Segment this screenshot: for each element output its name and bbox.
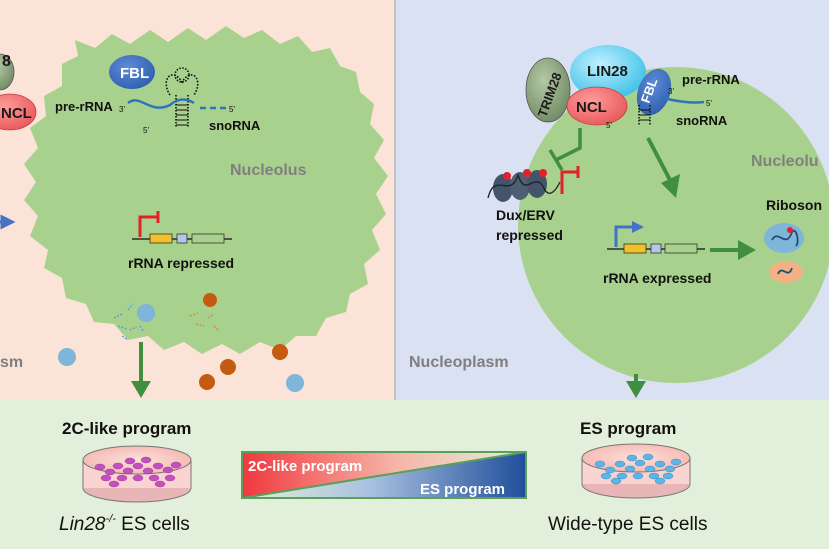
left-nucleolus xyxy=(24,26,388,354)
right-inhibition-line xyxy=(555,128,582,162)
right-nucleoplasm-label: Nucleoplasm xyxy=(409,354,509,371)
right-snorna-hairpin xyxy=(638,105,651,125)
right-five-prime-a: 5' xyxy=(706,99,712,108)
right-activation-arrow-head xyxy=(661,174,680,198)
right-ncl-label: NCL xyxy=(576,99,607,116)
right-nucleolus-label: Nucleolu xyxy=(751,153,819,170)
left-petri-dish xyxy=(82,445,192,503)
left-cells-italic: Lin28 xyxy=(59,514,106,535)
right-cells-label: Wide-type ES cells xyxy=(548,514,707,535)
right-pre-rrna-label: pre-rRNA xyxy=(682,72,740,87)
right-dux-chromatin xyxy=(487,166,580,202)
right-three-prime: 3' xyxy=(668,87,674,96)
left-ncl xyxy=(0,93,37,131)
right-inhibition-bar xyxy=(548,149,564,171)
left-cells-label: Lin28-/- ES cells xyxy=(59,513,190,535)
gradient-top-label: 2C-like program xyxy=(248,458,362,475)
left-program-title: 2C-like program xyxy=(62,419,191,438)
left-cells-sup: -/- xyxy=(106,513,117,525)
left-down-arrow-head xyxy=(131,381,151,398)
right-dux-label-2: repressed xyxy=(496,227,563,243)
left-pre-rrna-strand xyxy=(127,98,195,109)
right-trim28 xyxy=(525,57,571,123)
right-five-prime-b: 5' xyxy=(606,121,612,130)
left-fbl xyxy=(109,55,155,89)
program-gradient-bar xyxy=(241,451,527,499)
ribosome-rna-small xyxy=(777,267,793,275)
left-cells-rest: ES cells xyxy=(116,514,190,535)
left-five-prime-a: 5' xyxy=(229,105,235,114)
left-nucleolus-label: Nucleolus xyxy=(230,162,307,179)
right-ncl xyxy=(566,86,628,126)
right-activation-arrow-shaft xyxy=(646,137,672,181)
left-nucleoplasm-cut: sm xyxy=(0,354,23,371)
left-snorna-label: snoRNA xyxy=(209,118,261,133)
left-fbl-label: FBL xyxy=(120,65,149,82)
right-petri-dish xyxy=(581,443,691,499)
right-program-title: ES program xyxy=(580,419,676,438)
right-rrna-strand xyxy=(659,95,705,104)
ribosome-mark xyxy=(787,227,793,233)
right-snorna-label: snoRNA xyxy=(676,113,728,128)
right-down-arrow-head xyxy=(626,381,646,398)
gradient-bottom-label: ES program xyxy=(420,481,505,498)
right-ribosome-label: Riboson xyxy=(766,197,822,213)
right-dux-label-1: Dux/ERV xyxy=(496,207,556,223)
left-three-prime: 3' xyxy=(119,105,125,114)
right-fbl xyxy=(636,68,672,116)
right-lin28-label: LIN28 xyxy=(587,63,628,80)
right-ribosome-arrow-head xyxy=(738,240,756,260)
left-snorna-hairpin xyxy=(165,67,199,128)
left-five-prime-b: 5' xyxy=(143,126,149,135)
left-ncl-label: NCL xyxy=(1,105,32,122)
right-lin28 xyxy=(570,45,646,99)
left-trim28-partial xyxy=(0,53,15,91)
right-rrna-gene xyxy=(607,221,705,254)
left-pre-rrna-label: pre-rRNA xyxy=(55,99,113,114)
right-nucleolus xyxy=(518,67,829,383)
left-rrna-gene xyxy=(132,211,232,244)
left-rrna-status: rRNA repressed xyxy=(128,255,234,271)
left-trim28-cut-text: 8 xyxy=(2,53,11,70)
left-degraded-fragments xyxy=(58,293,304,392)
right-rrna-status: rRNA expressed xyxy=(603,270,711,286)
